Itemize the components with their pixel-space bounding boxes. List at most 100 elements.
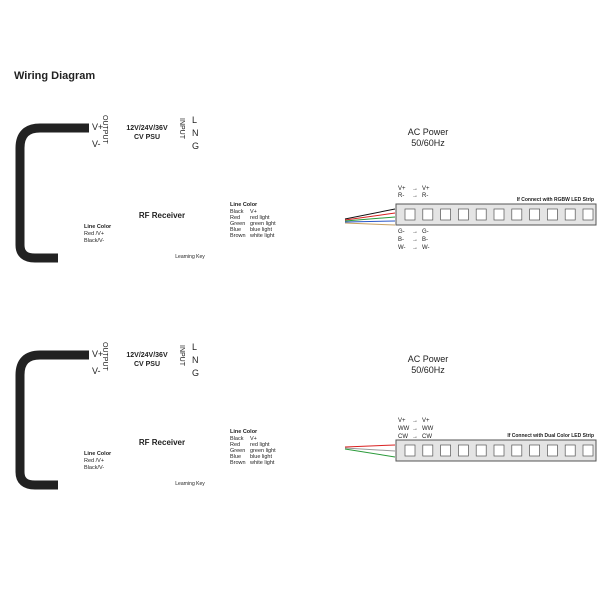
led-chip [547,444,558,457]
left-line-black: Black/V- [84,465,105,472]
psu-input-label: INPUT [178,345,185,366]
right-line-function: green light [250,448,276,455]
psu-output-label: OUTPUT [101,342,108,371]
led-chip [511,208,523,221]
pin-source: V+ [398,417,406,424]
led-chip [511,444,523,457]
pin-target: CW [422,433,432,440]
led-chip [440,208,451,221]
left-line-red: Red /V+ [84,231,105,238]
led-chip [475,208,487,221]
psu-l-terminal: L [192,115,198,126]
pin-target: V+ [422,185,430,192]
arrow-icon: → [412,236,418,243]
arrow-icon: → [412,433,418,440]
strip-wire [344,208,396,220]
psu-type: CV PSU [133,134,161,142]
psu-output-label: OUTPUT [101,115,108,144]
led-chip [547,208,558,221]
pin-source: G- [398,228,405,235]
led-chip [404,444,416,457]
receiver-title: RF Receiver [138,211,186,221]
psu-vplus-label: V+ [92,122,104,133]
psu-type: CV PSU [133,361,161,369]
wiring-section-dual [15,350,597,490]
right-line-color: Blue [230,227,242,234]
led-strip [395,203,597,226]
dual-wires [344,444,396,458]
arrow-icon: → [412,192,418,199]
led-chip [582,444,594,457]
ac-frequency-label: 50/60Hz [411,365,445,376]
led-chip [475,444,487,457]
strip-wire [344,448,396,458]
right-line-color-header: Line Color [230,429,258,436]
right-line-function: red light [250,442,270,449]
strip-wire [344,220,396,223]
arrow-icon: → [412,425,418,432]
right-line-function: white light [250,460,275,467]
psu-n-terminal: N [192,355,199,366]
dc-cable [15,350,89,490]
psu-voltage: 12V/24V/36V [126,125,168,133]
dc-cable [15,123,89,263]
receiver-title: RF Receiver [138,438,186,448]
pin-source: WW [398,425,410,432]
led-strip [395,439,597,462]
arrow-icon: → [412,417,418,424]
right-line-color: Black [230,436,244,443]
right-line-color: Brown [230,460,246,467]
led-chip [493,444,505,457]
led-chip [458,444,469,457]
strip-wire [344,222,396,226]
ac-power-label: AC Power [407,354,449,365]
right-line-color: Black [230,209,244,216]
rgbw-wires [344,208,396,226]
left-line-color-header: Line Color [84,224,112,231]
led-chip [493,208,505,221]
pin-target: WW [422,425,434,432]
pin-target: B- [422,236,428,243]
psu-voltage: 12V/24V/36V [126,352,168,360]
strip-wire [344,444,396,448]
arrow-icon: → [412,228,418,235]
psu-vplus-label: V+ [92,349,104,360]
right-line-color-header: Line Color [230,202,258,209]
led-chip [422,208,434,221]
right-line-color: Green [230,221,246,228]
learning-key-label: Learning Key [175,253,205,260]
right-line-color: Blue [230,454,242,461]
right-line-function: blue light [250,454,273,461]
led-chip [458,208,469,221]
right-line-color: Red [230,442,241,449]
led-chip [529,444,540,457]
right-line-color: Red [230,215,241,222]
led-chip [440,444,451,457]
right-line-function: green light [250,221,276,228]
pin-target: G- [422,228,429,235]
wiring-section-rgbw [15,123,597,263]
right-line-color: Green [230,448,246,455]
psu-vminus-label: V- [92,139,101,150]
pin-source: B- [398,236,404,243]
right-line-function: V+ [250,209,257,216]
right-line-color: Brown [230,233,246,240]
led-chip [582,208,594,221]
strip-wire [344,212,396,221]
led-chip [422,444,434,457]
right-line-function: V+ [250,436,257,443]
pin-target: R- [422,192,429,199]
led-chip [404,208,416,221]
ac-power-label: AC Power [407,127,449,138]
psu-input-label: INPUT [178,118,185,139]
left-line-color-header: Line Color [84,451,112,458]
psu-l-terminal: L [192,342,198,353]
led-chip [529,208,540,221]
pin-source: R- [398,192,405,199]
psu-vminus-label: V- [92,366,101,377]
led-chip [564,444,576,457]
pin-source: W- [398,244,406,251]
psu-g-terminal: G [192,368,200,379]
